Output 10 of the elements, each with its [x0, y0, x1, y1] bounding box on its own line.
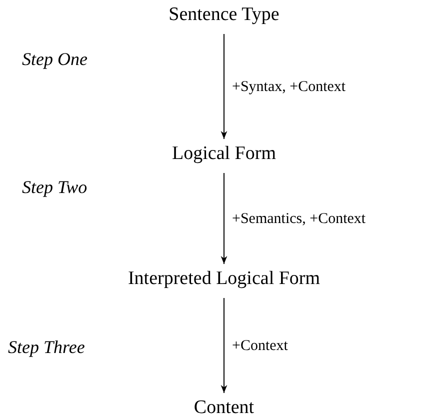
arrow	[220, 172, 228, 264]
step-label: Step Two	[22, 176, 88, 198]
arrow	[220, 34, 228, 140]
node-label: Content	[194, 397, 254, 419]
node-label: Logical Form	[172, 143, 276, 165]
arrow	[220, 298, 228, 394]
step-label: Step Three	[8, 336, 85, 358]
node-label: Interpreted Logical Form	[128, 268, 320, 290]
step-label: Step One	[22, 48, 88, 70]
node-label: Sentence Type	[168, 4, 280, 26]
